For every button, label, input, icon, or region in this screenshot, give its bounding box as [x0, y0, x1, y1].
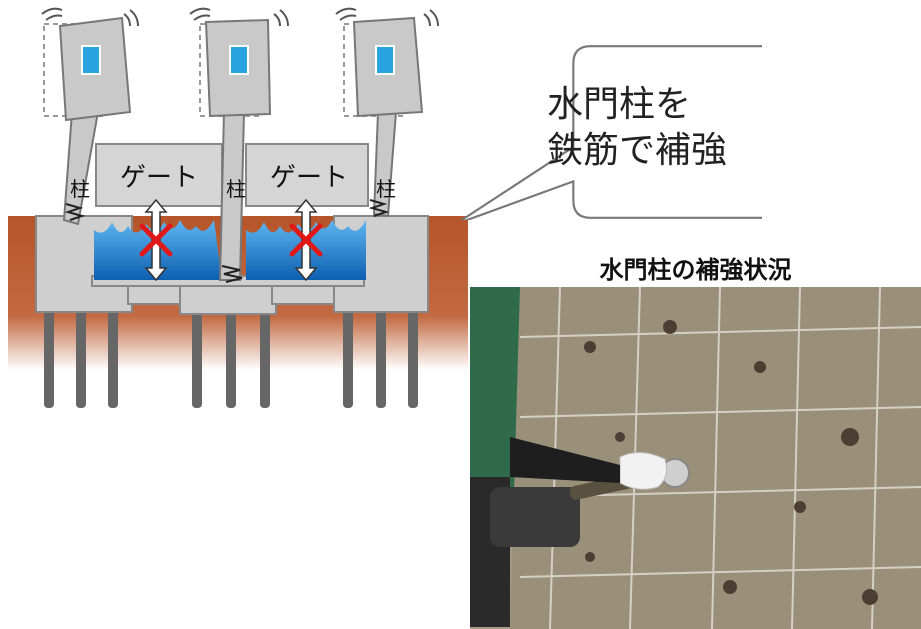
cross-icon: [139, 223, 323, 257]
shake-lines-icon: [41, 7, 439, 27]
callout-line-2: 鉄筋で補強: [547, 130, 728, 171]
pillar-label-middle: 柱: [226, 177, 246, 201]
pillar-label-right: 柱: [376, 177, 396, 201]
reinforcement-photo: [470, 287, 921, 629]
callout-line-1: 水門柱を: [547, 84, 692, 125]
callout-bubble: [459, 45, 762, 220]
photo-title: 水門柱の補強状況: [599, 256, 792, 284]
gate-label-right: ゲート: [270, 163, 348, 193]
crack-marks: [64, 199, 390, 283]
sluice-gate-diagram: ゲート ゲート 柱 柱 柱: [8, 7, 468, 408]
gate-label-left: ゲート: [120, 163, 198, 193]
pillar-label-left: 柱: [70, 177, 90, 201]
pile-icon: [44, 308, 418, 408]
callout-text: 水門柱を 鉄筋で補強: [547, 82, 747, 174]
pillar-icon: [43, 16, 424, 281]
